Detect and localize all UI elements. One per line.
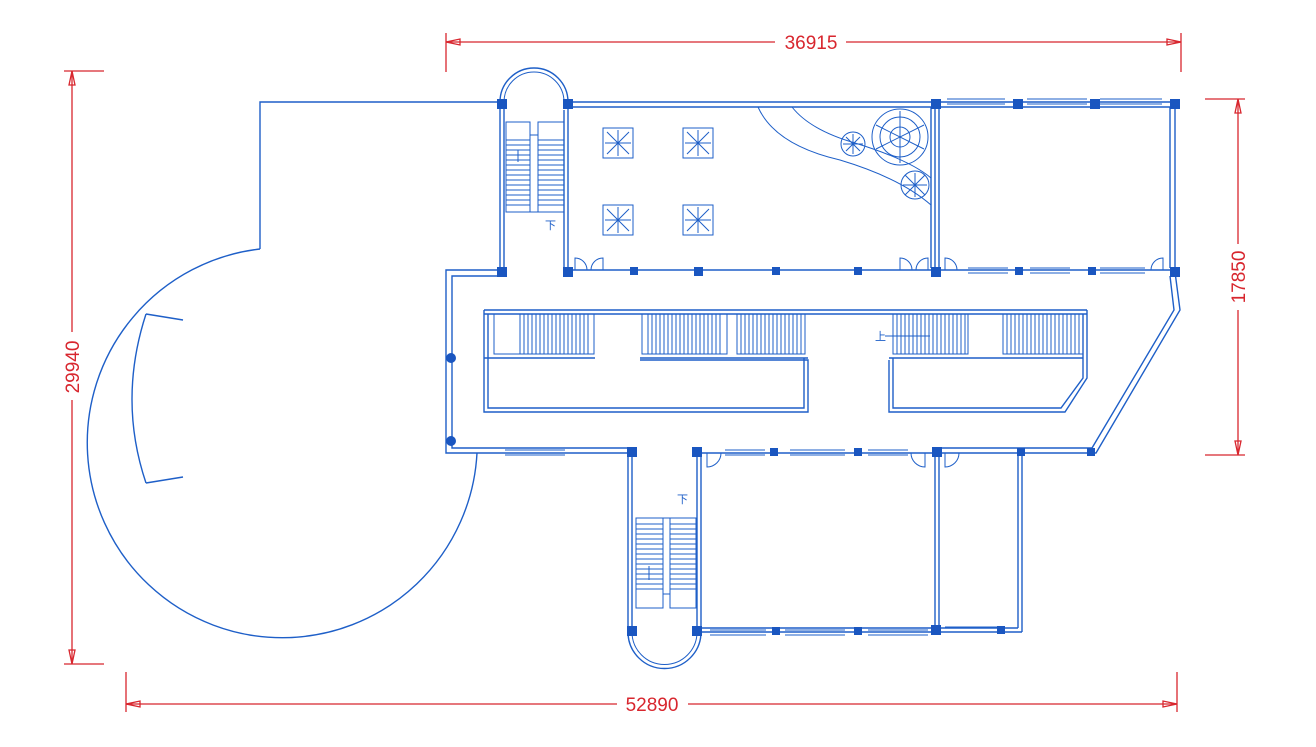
door-swing-icon [574,257,1164,468]
shrub-icon [840,131,930,200]
stair-label-south: 下 [677,493,688,506]
south-stair-tower: 下 [627,448,702,670]
dimension-top: 36915 [445,33,1182,72]
stair-label-corridor: 上 [875,330,886,343]
round-hall [86,101,500,639]
northeast-room [935,98,1176,274]
column-icon [446,99,1180,636]
stair-treads-north [506,139,564,206]
tree-icon [871,108,929,166]
dimension-bottom-text: 52890 [626,695,679,716]
stair-treads-corridor [493,313,1084,355]
dimension-top-text: 36915 [785,33,838,54]
stair-label-north: 下 [545,219,556,232]
south-rooms [697,448,1023,636]
north-stair-tower: 下 [499,67,569,272]
corridor-block: 上 [445,269,1181,456]
dimension-right-text: 17850 [1229,251,1250,304]
dimension-left-text: 29940 [63,341,84,394]
dimension-bottom: 52890 [125,672,1178,716]
planter-icon [602,127,714,236]
dimension-left: 29940 [63,70,104,665]
courtyard [568,101,936,271]
dimension-right: 17850 [1205,98,1250,456]
